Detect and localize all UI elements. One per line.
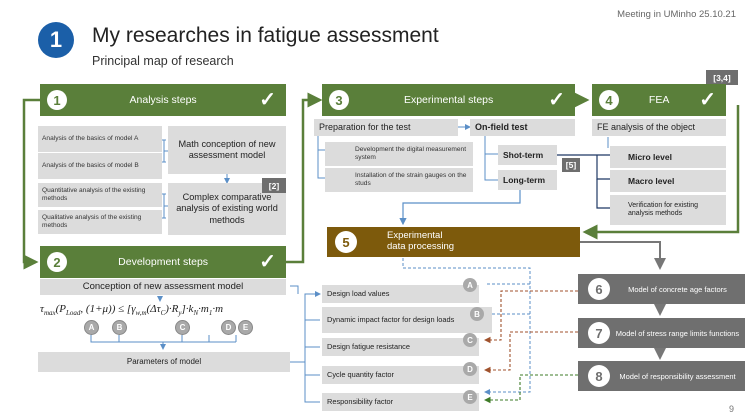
analysis-steps-bar: 1 Analysis steps ✓ <box>40 84 286 116</box>
factor-label: Cycle quantity factor <box>327 369 394 379</box>
fatigue-formula: τmax(PLoad, (1+μ)) ≤ [γw,m(ΔτC)·Ry]·kN·m… <box>40 303 224 318</box>
math-conception-box: Math conception of new assessment model <box>168 126 286 174</box>
micro-level-box: Micro level <box>610 146 726 168</box>
model-number: 6 <box>588 278 610 300</box>
check-icon: ✓ <box>259 251 276 273</box>
reference-badge: [2] <box>262 178 286 193</box>
factor-letter: D <box>463 362 477 376</box>
factor-letter: A <box>463 278 477 292</box>
factor-label: Design fatigue resistance <box>327 341 410 351</box>
factor-letter: C <box>463 333 477 347</box>
analysis-item: Analysis of the basics of model B <box>38 153 162 179</box>
longterm-box: Long-term <box>498 170 557 190</box>
parameters-box: Parameters of model <box>38 352 290 372</box>
preparation-box: Preparation for the test <box>314 119 458 136</box>
conception-box: Conception of new assessment model <box>40 279 286 295</box>
gauges-box: Installation of the strain gauges on the… <box>325 168 473 192</box>
reference-badge: [3,4] <box>706 70 738 85</box>
factor-label: Responsibility factor <box>327 396 394 406</box>
formula-letter: E <box>238 320 253 335</box>
factor-label: Dynamic impact factor for design loads <box>327 314 455 324</box>
step-label: Experimental steps <box>403 94 494 106</box>
factor-letter: E <box>463 390 477 404</box>
page-number: 9 <box>728 404 734 414</box>
step-number: 5 <box>335 231 357 253</box>
model-7-bar: 7 Model of stress range limits functions <box>578 318 745 348</box>
check-icon: ✓ <box>548 89 565 111</box>
digital-system-box: Development the digital measurement syst… <box>325 142 473 166</box>
step-number: 3 <box>329 90 349 110</box>
fea-bar: 4 FEA ✓ <box>592 84 726 116</box>
factor-letter: B <box>470 307 484 321</box>
page-title: My researches in fatigue assessment <box>92 24 439 47</box>
formula-letter: C <box>175 320 190 335</box>
factor-item: Design load values <box>322 285 479 303</box>
step-number: 4 <box>599 90 619 110</box>
step-label: FEA <box>648 94 670 106</box>
factor-item: Design fatigue resistance <box>322 338 479 356</box>
model-6-bar: 6 Model of concrete age factors <box>578 274 745 304</box>
analysis-item: Qualitative analysis of the existing met… <box>38 210 162 234</box>
model-label: Model of responsibility assessment <box>619 371 736 381</box>
model-number: 8 <box>588 365 610 387</box>
experimental-steps-bar: 3 Experimental steps ✓ <box>322 84 575 116</box>
model-8-bar: 8 Model of responsibility assessment <box>578 361 745 391</box>
check-icon: ✓ <box>699 89 716 111</box>
reference-badge: [5] <box>562 158 580 172</box>
factor-label: Design load values <box>327 288 390 298</box>
factor-item: Cycle quantity factor <box>322 366 479 384</box>
check-icon: ✓ <box>259 89 276 111</box>
model-label: Model of concrete age factors <box>628 284 727 294</box>
formula-letter: D <box>221 320 236 335</box>
shortterm-box: Shot-term <box>498 145 557 165</box>
step-number: 2 <box>47 252 67 272</box>
factor-item: Responsibility factor <box>322 393 479 411</box>
model-label: Model of stress range limits functions <box>615 328 740 338</box>
page-subtitle: Principal map of research <box>92 54 234 68</box>
verification-box: Verification for existing analysis metho… <box>610 195 726 225</box>
development-steps-bar: 2 Development steps ✓ <box>40 246 286 278</box>
formula-letter: A <box>84 320 99 335</box>
step-label: Analysis steps <box>129 94 197 106</box>
formula-letter: B <box>112 320 127 335</box>
macro-level-box: Macro level <box>610 170 726 192</box>
analysis-item: Analysis of the basics of model A <box>38 126 162 152</box>
step-number: 1 <box>47 90 67 110</box>
analysis-item: Quantitative analysis of the existing me… <box>38 183 162 207</box>
meeting-label: Meeting in UMinho 25.10.21 <box>617 9 736 20</box>
fe-analysis-box: FE analysis of the object <box>592 119 726 136</box>
section-number-badge: 1 <box>38 22 74 58</box>
factor-item: Dynamic impact factor for design loads <box>322 307 492 333</box>
onfield-box: On-field test <box>470 119 575 136</box>
model-number: 7 <box>588 322 610 344</box>
step-label: Development steps <box>118 256 209 268</box>
